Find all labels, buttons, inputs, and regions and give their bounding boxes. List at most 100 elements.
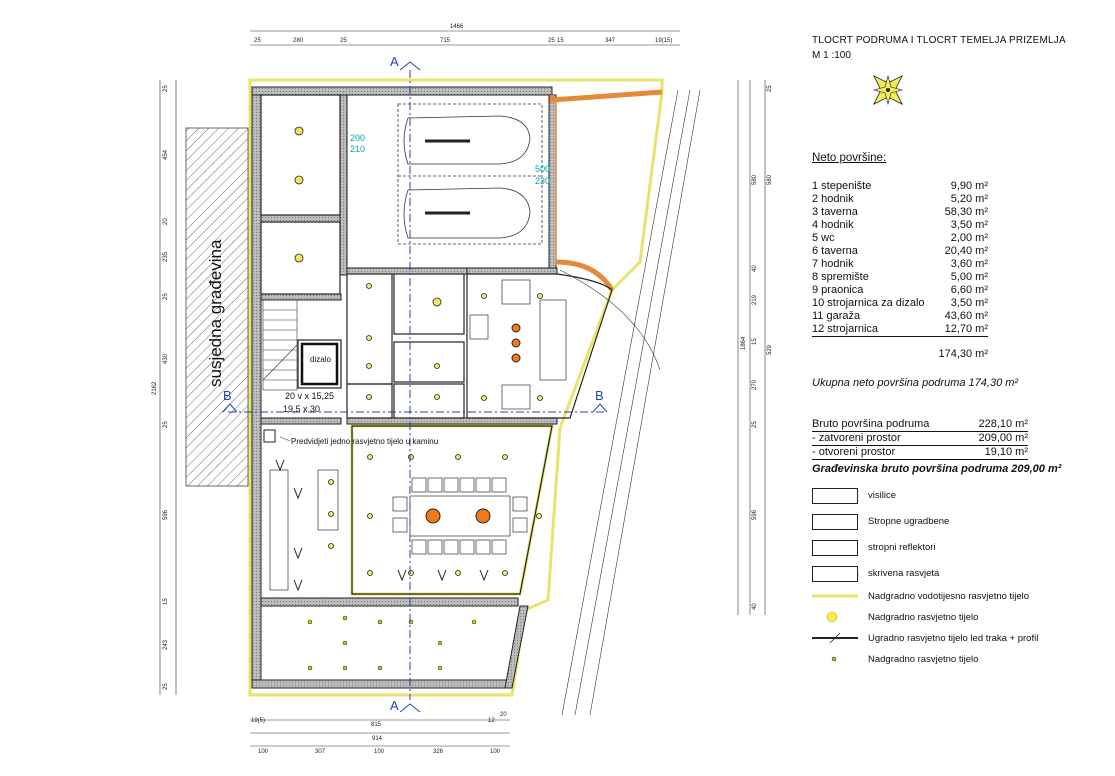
dim-bottom-1: 815 — [371, 722, 382, 728]
dim-left-8: 596 — [163, 509, 169, 520]
dim-bottom-8: 19(5) — [251, 718, 265, 724]
dim-top-4: 715 — [440, 38, 451, 44]
section-a-top: A — [390, 54, 399, 69]
room-row: 5 wc 2,00 m² — [812, 232, 988, 245]
room-area: 3,50 m² — [950, 219, 988, 231]
dim-bottom-7: 100 — [490, 749, 501, 755]
room-row: 3 taverna 58,30 m² — [812, 206, 988, 219]
legend-item: skrivena rasvjeta — [812, 566, 1052, 582]
garage-new-wall — [549, 89, 663, 292]
dim-left-5: 25 — [163, 293, 169, 300]
dim-bottom-2: 914 — [372, 736, 383, 742]
dim-right-6: 25 — [752, 421, 758, 428]
door-label-230: 230 — [535, 176, 550, 186]
dim-right-11: 529 — [767, 344, 773, 355]
legend-item: Ugradno rasvjetno tijelo led traka + pro… — [812, 631, 1052, 647]
pendant-lights — [425, 323, 521, 524]
elevator-label: dizalo — [310, 355, 331, 364]
dim-bottom-10: 20 — [500, 712, 507, 718]
bruto-area: 228,10 m² — [978, 418, 1028, 430]
section-lines — [222, 61, 608, 713]
legend-label: visilice — [868, 490, 896, 501]
dim-bottom-3: 100 — [258, 749, 269, 755]
inner-rooms — [260, 94, 613, 596]
bruto-area: 209,00 m² — [978, 432, 1028, 444]
dim-right-7: 596 — [752, 509, 758, 520]
room-name: 6 taverna — [812, 245, 858, 257]
section-labels: A A B B — [223, 54, 604, 713]
dim-left-7: 25 — [163, 421, 169, 428]
room-name: 2 hodnik — [812, 193, 854, 205]
room-area: 43,60 m² — [944, 310, 988, 322]
legend-label: skrivena rasvjeta — [868, 568, 940, 579]
door-label-200: 200 — [350, 133, 365, 143]
dim-right-10: 580 — [767, 174, 773, 185]
legend-label: Nadgradno rasvjetno tijelo — [868, 612, 979, 623]
drawing-scale: M 1 :100 — [812, 50, 851, 61]
taverna-furniture — [269, 279, 567, 591]
room-area: 58,30 m² — [944, 206, 988, 218]
dim-top-8: 19(15) — [655, 38, 672, 44]
dimension-lines — [159, 30, 766, 747]
legend-small-surface — [831, 656, 837, 662]
stair-labels: 20 v x 15,25 19,5 x 30 — [283, 391, 334, 414]
room-name: 8 spremište — [812, 271, 869, 283]
dim-top-7: 347 — [605, 38, 616, 44]
pendant-light-icon — [812, 488, 858, 504]
dim-bottom-4: 307 — [315, 749, 326, 755]
legend-item: visilice — [812, 488, 1052, 504]
dim-top-1: 25 — [254, 38, 261, 44]
room-area: 9,90 m² — [950, 180, 988, 192]
recessed-lights — [294, 126, 543, 576]
dim-right-8: 40 — [752, 603, 758, 610]
neighbor-building: susjedna građevina — [185, 127, 249, 487]
dim-bottom-6: 326 — [433, 749, 444, 755]
dim-right-total: 1864 — [741, 336, 747, 350]
legend-label: Nadgradno vodotijesno rasvjetno tijelo — [868, 591, 1030, 602]
room-area: 6,60 m² — [950, 284, 988, 296]
staircase — [262, 299, 298, 391]
small-surface-lights — [307, 615, 477, 671]
room-row: 9 praonica 6,60 m² — [812, 284, 988, 297]
dim-top-2: 280 — [293, 38, 304, 44]
room-area: 20,40 m² — [944, 245, 988, 257]
recessed-light-icon — [812, 514, 858, 530]
room-name: 3 taverna — [812, 206, 858, 218]
room-row: 6 taverna 20,40 m² — [812, 245, 988, 258]
fireplace: Predvidjeti jedno rasvjetno tijelo u kam… — [263, 429, 438, 446]
neto-total: 174,30 m² — [938, 348, 988, 360]
building-outline — [248, 78, 664, 697]
dim-top-3: 25 — [340, 38, 347, 44]
legend-label: Nadgradno rasvjetno tijelo — [868, 654, 979, 665]
legend-item: Nadgradno rasvjetno tijelo — [812, 610, 1052, 626]
dim-right-3: 219 — [752, 294, 758, 305]
legend-item: stropni reflektori — [812, 540, 1052, 556]
section-b-right: B — [595, 388, 604, 403]
section-a-bottom: A — [390, 698, 399, 713]
dim-bottom-5: 100 — [374, 749, 385, 755]
dim-left-total: 2162 — [152, 381, 158, 395]
legend-surface-light — [826, 611, 838, 623]
room-area: 3,60 m² — [950, 258, 988, 270]
room-area: 2,00 m² — [950, 232, 988, 244]
room-name: 9 praonica — [812, 284, 864, 296]
dim-top-5: 25 — [548, 38, 555, 44]
room-name: 12 strojarnica — [812, 323, 879, 335]
bruto-name: - zatvoreni prostor — [812, 432, 901, 444]
dim-left-10: 243 — [163, 639, 169, 650]
room-area: 3,50 m² — [950, 297, 988, 309]
bruto-row: - zatvoreni prostor 209,00 m² — [812, 432, 1028, 446]
door-label-500: 500 — [535, 164, 550, 174]
ukupna-neto: Ukupna neto površina podruma 174,30 m² — [812, 377, 1019, 389]
bruto-area: 19,10 m² — [984, 446, 1028, 458]
hidden-lighting-icon — [812, 566, 858, 582]
dim-right-5: 270 — [752, 379, 758, 390]
room-name: 5 wc — [812, 232, 835, 244]
